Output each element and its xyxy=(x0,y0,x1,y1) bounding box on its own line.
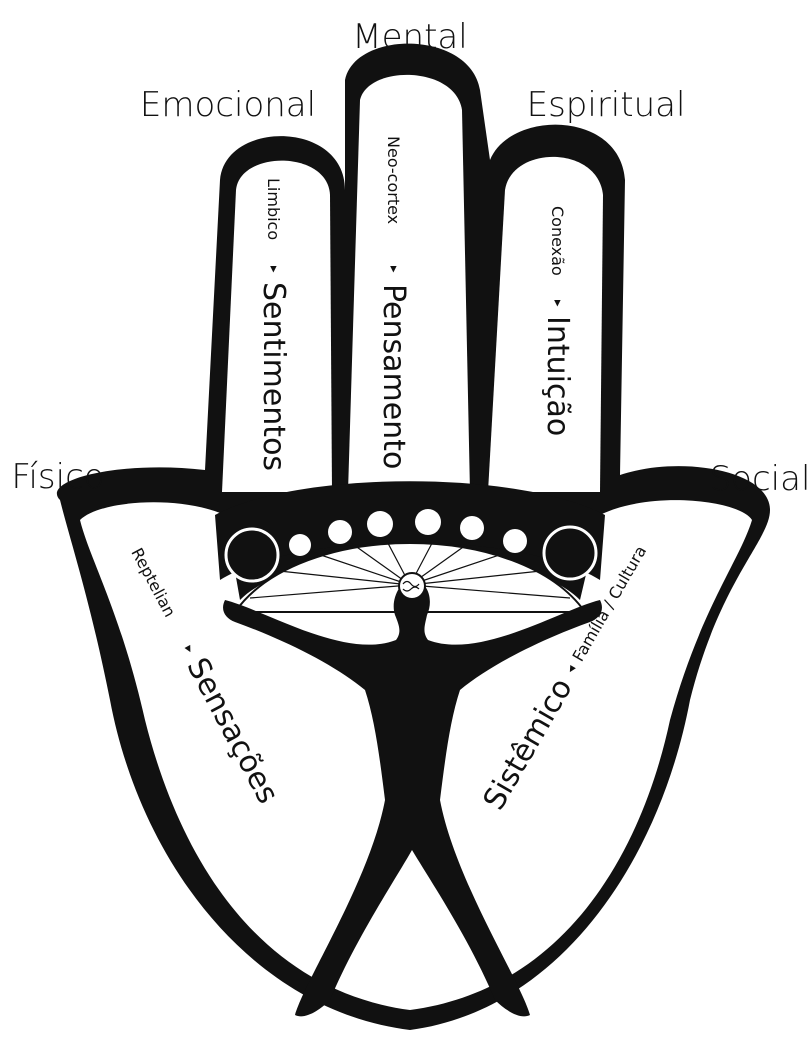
mental-small: Neo-cortex xyxy=(384,136,403,224)
dot-2 xyxy=(328,520,352,544)
emocional-big: Sentimentos xyxy=(256,282,291,471)
label-espiritual: Espiritual xyxy=(527,85,686,125)
label-mental: Mental xyxy=(352,17,467,57)
dot-3 xyxy=(367,511,393,537)
big-circle-left xyxy=(226,529,278,581)
mental-big: Pensamento xyxy=(376,284,411,469)
espiritual-big: Intuição xyxy=(540,316,575,436)
mental-arrow: ▸ xyxy=(386,266,401,273)
label-emocional: Emocional xyxy=(140,85,316,125)
dot-1 xyxy=(289,534,311,556)
dot-5 xyxy=(460,516,484,540)
emocional-small: Limbico xyxy=(264,178,283,240)
espiritual-small: Conexão xyxy=(548,206,567,276)
dot-6 xyxy=(503,529,527,553)
label-fisico: Físico xyxy=(11,457,104,497)
dot-4 xyxy=(415,509,441,535)
brain-icon xyxy=(399,573,425,599)
label-social: Social xyxy=(710,459,811,499)
espiritual-arrow: ▸ xyxy=(550,300,565,307)
big-circle-right xyxy=(544,527,596,579)
emocional-arrow: ▸ xyxy=(266,266,281,273)
